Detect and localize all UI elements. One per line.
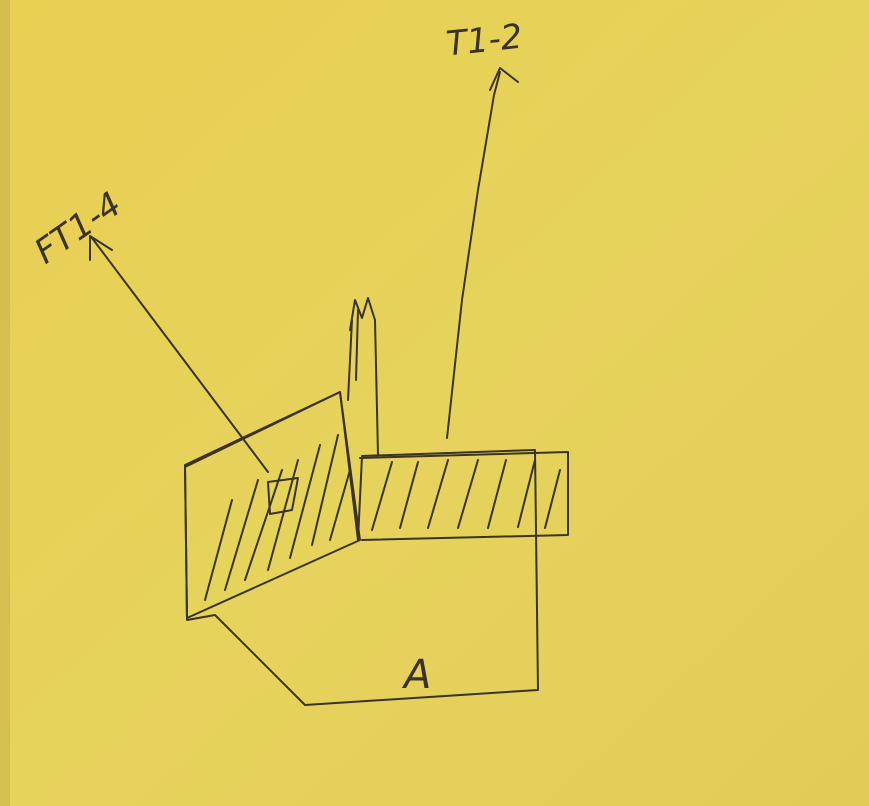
paper-edge — [0, 0, 10, 806]
label-building-a: A — [401, 652, 431, 698]
label-t1-2: T1-2 — [444, 17, 524, 65]
